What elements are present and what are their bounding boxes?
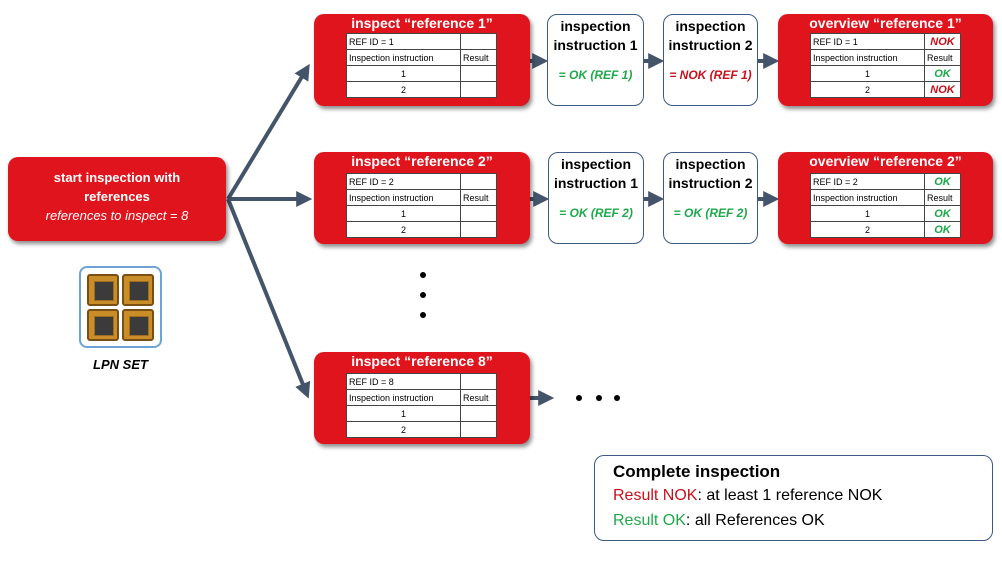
ref-id-cell: REF ID = 8 xyxy=(346,373,461,390)
ellipsis-dot xyxy=(614,395,620,401)
legend-ok-line: Result OK: all References OK xyxy=(613,508,974,533)
result-header: Result xyxy=(460,49,497,66)
inspection-instruction-header: Inspection instruction xyxy=(810,49,925,66)
instr-heading-line1: inspection xyxy=(560,18,631,34)
instruction-number: 2 xyxy=(346,421,461,438)
inspection-instruction-1-ref1: inspection instruction 1 = OK (REF 1) xyxy=(547,14,644,106)
inspect-reference-1-box: inspect “reference 1” REF ID = 1 Inspect… xyxy=(314,14,530,106)
crate-icon xyxy=(87,274,119,306)
ellipsis-dot xyxy=(596,395,602,401)
instr-heading-line1: inspection xyxy=(675,18,746,34)
crate-icon xyxy=(122,274,154,306)
overview-reference-2-title: overview “reference 2” xyxy=(809,153,962,169)
inspect-reference-2-box: inspect “reference 2” REF ID = 2 Inspect… xyxy=(314,152,530,244)
instr-heading-line2: instruction 2 xyxy=(668,37,753,53)
result-header: Result xyxy=(460,389,497,406)
instruction-result: OK xyxy=(924,221,961,238)
instruction-number: 1 xyxy=(810,205,925,222)
result-header: Result xyxy=(924,49,961,66)
instruction-result: OK xyxy=(924,205,961,222)
instruction-number: 1 xyxy=(346,405,461,422)
inspect-reference-1-title: inspect “reference 1” xyxy=(351,15,493,31)
instr-result-value: = OK (REF 2) xyxy=(559,206,633,220)
instruction-number: 2 xyxy=(810,221,925,238)
instruction-result: OK xyxy=(924,65,961,82)
inspection-instruction-2-ref2: inspection instruction 2 = OK (REF 2) xyxy=(663,152,758,244)
ellipsis-dot xyxy=(420,292,426,298)
instruction-number: 2 xyxy=(346,221,461,238)
instruction-result: NOK xyxy=(924,81,961,98)
inspection-instruction-header: Inspection instruction xyxy=(810,189,925,206)
ref-id-cell: REF ID = 2 xyxy=(346,173,461,190)
reference-result: NOK xyxy=(924,33,961,50)
lpn-set-label: LPN SET xyxy=(93,357,148,372)
inspection-instruction-1-ref2: inspection instruction 1 = OK (REF 2) xyxy=(548,152,644,244)
crate-icon xyxy=(87,309,119,341)
inspect-reference-8-box: inspect “reference 8” REF ID = 8 Inspect… xyxy=(314,352,530,444)
legend-ok-label: Result OK xyxy=(613,512,686,529)
instr-heading-line1: inspection xyxy=(560,156,631,172)
overview-reference-1-title: overview “reference 1” xyxy=(809,15,962,31)
ref-id-cell: REF ID = 1 xyxy=(810,33,925,50)
ellipsis-dot xyxy=(420,312,426,318)
instr-result-value: = NOK (REF 1) xyxy=(669,68,752,82)
ref-id-cell: REF ID = 1 xyxy=(346,33,461,50)
result-header: Result xyxy=(924,189,961,206)
reference-result: OK xyxy=(924,173,961,190)
instruction-number: 1 xyxy=(346,65,461,82)
start-references-count: references to inspect = 8 xyxy=(45,208,189,223)
instr-heading-line2: instruction 1 xyxy=(553,37,638,53)
inspect-reference-2-title: inspect “reference 2” xyxy=(351,153,493,169)
legend-nok-text: : at least 1 reference NOK xyxy=(697,487,883,504)
instr-heading-line2: instruction 1 xyxy=(553,175,638,191)
inspection-instruction-header: Inspection instruction xyxy=(346,189,461,206)
inspect-reference-8-title: inspect “reference 8” xyxy=(351,353,493,369)
legend-ok-text: : all References OK xyxy=(685,512,825,529)
instruction-number: 1 xyxy=(810,65,925,82)
crate-icon xyxy=(122,309,154,341)
ellipsis-dot xyxy=(576,395,582,401)
legend-nok-label: Result NOK xyxy=(613,487,698,504)
legend-title: Complete inspection xyxy=(613,462,781,481)
ellipsis-dot xyxy=(420,272,426,278)
lpn-set-icon xyxy=(79,266,162,348)
arrow-start-to-ref1 xyxy=(226,63,310,201)
complete-inspection-legend: Complete inspection Result NOK: at least… xyxy=(594,455,993,541)
instruction-number: 2 xyxy=(810,81,925,98)
legend-nok-line: Result NOK: at least 1 reference NOK xyxy=(613,483,974,508)
instruction-number: 2 xyxy=(346,81,461,98)
start-title-line2: references xyxy=(84,189,150,204)
instruction-number: 1 xyxy=(346,205,461,222)
arrow-start-to-ref8 xyxy=(226,198,311,399)
result-header: Result xyxy=(460,189,497,206)
instr-result-value: = OK (REF 1) xyxy=(558,68,633,82)
inspection-instruction-2-ref1: inspection instruction 2 = NOK (REF 1) xyxy=(663,14,758,106)
ref-id-cell: REF ID = 2 xyxy=(810,173,925,190)
inspection-instruction-header: Inspection instruction xyxy=(346,49,461,66)
instr-result-value: = OK (REF 2) xyxy=(673,206,748,220)
start-title-line1: start inspection with xyxy=(53,170,181,185)
start-inspection-box: start inspection with references referen… xyxy=(8,157,226,241)
inspection-instruction-header: Inspection instruction xyxy=(346,389,461,406)
instr-heading-line2: instruction 2 xyxy=(668,175,753,191)
instr-heading-line1: inspection xyxy=(675,156,746,172)
